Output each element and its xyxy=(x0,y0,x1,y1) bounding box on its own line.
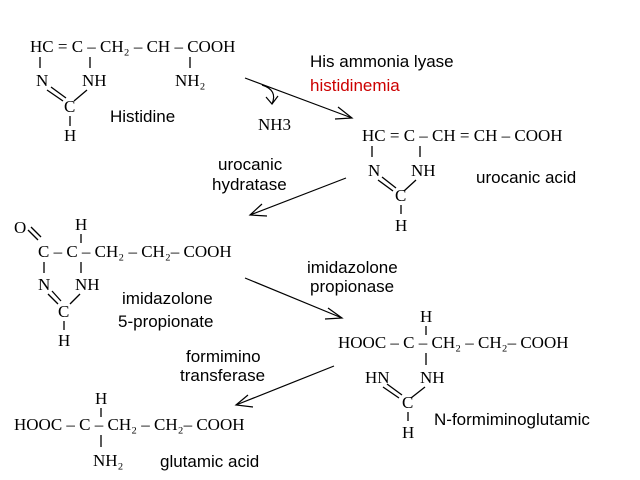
formimino-top-h: H xyxy=(420,307,432,326)
urocanic-chain: HC = C – CH = CH – COOH xyxy=(362,126,563,145)
imidazolone-ring-n: N xyxy=(38,275,50,294)
bond xyxy=(47,293,59,305)
bond xyxy=(30,226,42,238)
urocanic-ring-h: H xyxy=(395,216,407,235)
imidazolone-chain: C – C – CH₂ – CH₂– COOH xyxy=(38,242,232,261)
histidine-ring-c: C xyxy=(64,97,75,116)
step3: imidazolone propionase xyxy=(244,258,398,320)
formimino-h: H xyxy=(402,423,414,442)
imidazolone-ring-c: C xyxy=(58,302,69,321)
bond xyxy=(73,89,88,102)
imidazolone-oxygen: O xyxy=(14,218,26,237)
urocanic-acid-label: urocanic acid xyxy=(476,168,576,187)
bond xyxy=(46,89,64,102)
formimino-hn: HN xyxy=(365,368,390,387)
bond xyxy=(386,383,403,396)
enzyme-imidazolone-propionase-line2: propionase xyxy=(310,277,394,296)
formimino-c: C xyxy=(402,393,413,412)
formiminoglutamate-structure: H HOOC – C – CH₂ – CH₂– COOH NH HN C H N… xyxy=(338,307,590,442)
step2: urocanic hydratase xyxy=(212,155,347,217)
bond xyxy=(27,229,39,241)
enzyme-imidazolone-propionase-line1: imidazolone xyxy=(307,258,398,277)
enzyme-urocanic-hydratase-line1: urocanic xyxy=(218,155,283,174)
arrow-head-icon xyxy=(248,203,268,217)
bond xyxy=(410,386,426,399)
imidazolone-ring-h: H xyxy=(58,331,70,350)
glutamic-acid-label: glutamic acid xyxy=(160,452,259,471)
bond xyxy=(403,179,417,192)
urocanic-acid-structure: HC = C – CH = CH – COOH N NH C H urocani… xyxy=(362,126,576,235)
enzyme-his-ammonia-lyase: His ammonia lyase xyxy=(310,52,454,71)
arrow-head-icon xyxy=(234,394,254,408)
histidine-ring-nh: NH xyxy=(82,71,107,90)
enzyme-formimino-transferase-line2: transferase xyxy=(180,366,265,385)
bond xyxy=(377,179,394,192)
bond xyxy=(382,386,400,399)
glutamic-acid-structure: H HOOC – C – CH₂ – CH₂– COOH NH₂ glutami… xyxy=(14,389,259,471)
histidine-chain: HC = C – CH₂ – CH – COOH xyxy=(30,37,235,56)
arrow-head-icon xyxy=(265,95,279,105)
disorder-histidinemia: histidinemia xyxy=(310,76,400,95)
imidazolone-label-line1: imidazolone xyxy=(122,289,213,308)
reaction-arrow-2 xyxy=(249,177,347,216)
imidazolone-top-h: H xyxy=(75,215,87,234)
ammonia-byproduct: NH3 xyxy=(258,115,291,134)
glutamic-amino: NH₂ xyxy=(93,451,123,470)
imidazolone-propionate-structure: O H C – C – CH₂ – CH₂– COOH N NH C H imi… xyxy=(14,215,232,350)
arrow-head-icon xyxy=(334,106,354,120)
step4: formimino transferase xyxy=(180,347,335,408)
arrow-head-icon xyxy=(324,307,344,320)
ammonia-release-arrow xyxy=(261,84,275,105)
urocanic-ring-n: N xyxy=(368,161,380,180)
bond xyxy=(50,86,67,99)
imidazolone-label-line2: 5-propionate xyxy=(118,312,213,331)
step1: NH3 His ammonia lyase histidinemia xyxy=(244,52,454,134)
glutamic-top-h: H xyxy=(95,389,107,408)
histidine-ring-n: N xyxy=(36,71,48,90)
formimino-nh: NH xyxy=(420,368,445,387)
urocanic-ring-c: C xyxy=(395,186,406,205)
histidine-amino: NH₂ xyxy=(175,71,205,90)
reaction-arrow-3 xyxy=(244,277,343,319)
reaction-arrow-4 xyxy=(235,365,335,406)
enzyme-urocanic-hydratase-line2: hydratase xyxy=(212,175,287,194)
bond xyxy=(69,293,81,305)
histidine-label: Histidine xyxy=(110,107,175,126)
bond xyxy=(381,176,397,189)
histidine-ring-h: H xyxy=(64,126,76,145)
formiminoglutamic-label: N-formiminoglutamic xyxy=(434,410,590,429)
formimino-chain: HOOC – C – CH₂ – CH₂– COOH xyxy=(338,333,569,352)
enzyme-formimino-transferase-line1: formimino xyxy=(186,347,261,366)
urocanic-ring-nh: NH xyxy=(411,161,436,180)
bond xyxy=(51,290,62,302)
glutamic-chain: HOOC – C – CH₂ – CH₂– COOH xyxy=(14,415,245,434)
histidine-structure: HC = C – CH₂ – CH – COOH N NH NH₂ C H Hi… xyxy=(30,37,235,145)
imidazolone-ring-nh: NH xyxy=(75,275,100,294)
